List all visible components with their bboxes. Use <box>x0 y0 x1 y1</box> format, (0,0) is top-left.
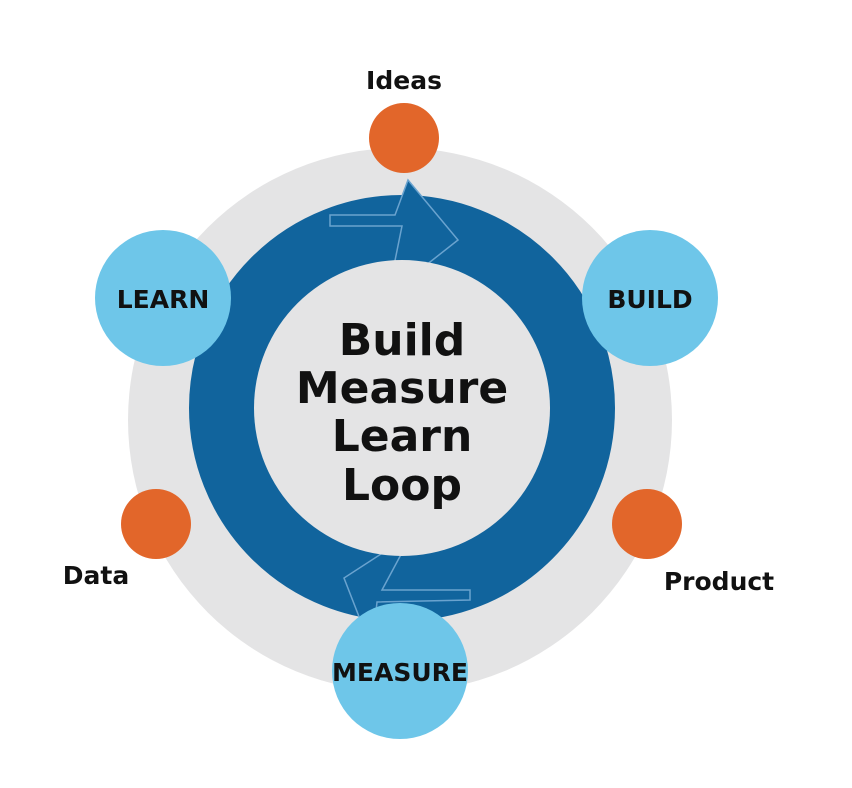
output-data: Data <box>63 489 191 590</box>
phase-learn: LEARN <box>95 230 231 366</box>
output-ideas-dot <box>369 103 439 173</box>
phase-measure-label: MEASURE <box>332 658 468 687</box>
output-product-dot <box>612 489 682 559</box>
center-title-line-3: Learn <box>332 411 473 462</box>
phase-build-label: BUILD <box>607 285 692 314</box>
phase-build-circle <box>582 230 718 366</box>
output-data-dot <box>121 489 191 559</box>
center-disc <box>254 260 550 556</box>
phase-build: BUILD <box>582 230 718 366</box>
output-ideas-label: Ideas <box>366 66 442 95</box>
output-data-label: Data <box>63 561 129 590</box>
phase-measure-circle <box>332 603 468 739</box>
center-title-line-1: Build <box>339 315 466 366</box>
phase-learn-label: LEARN <box>117 285 210 314</box>
output-product-label: Product <box>664 567 774 596</box>
phase-learn-circle <box>95 230 231 366</box>
loop-arrow-head-bottom <box>343 533 471 651</box>
phase-measure: MEASURE <box>332 603 468 739</box>
loop-arrow-head-top <box>329 178 460 297</box>
output-ideas: Ideas <box>366 66 442 173</box>
center-title-line-2: Measure <box>296 363 508 414</box>
output-product: Product <box>612 489 774 596</box>
center-title-line-4: Loop <box>342 460 462 511</box>
